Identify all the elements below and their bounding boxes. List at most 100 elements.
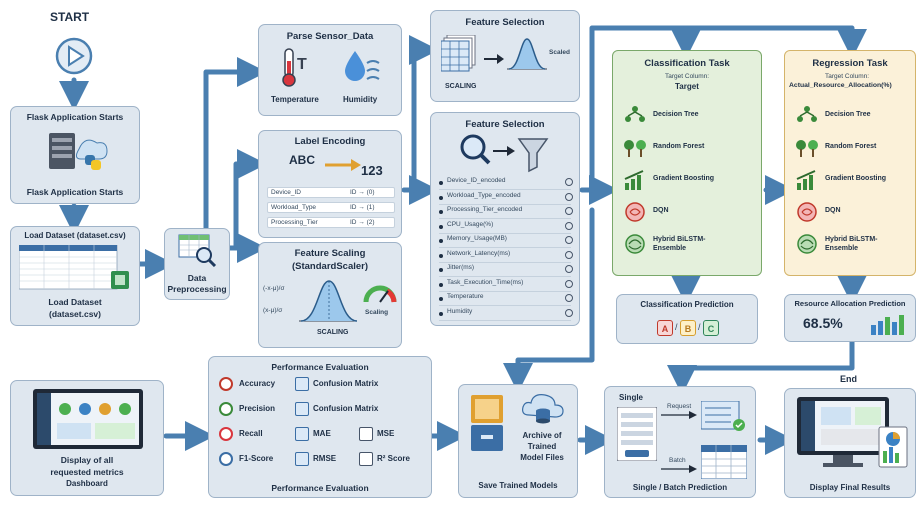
feature-icon — [565, 279, 573, 288]
feature-item: Jitter(ms) — [447, 264, 475, 271]
feature-item: Device_ID_encoded — [447, 177, 506, 184]
class-target-label: Target Column: — [665, 73, 710, 80]
slash-divider: / — [675, 322, 678, 332]
start-label: START — [50, 10, 90, 24]
metric-icon — [219, 427, 233, 441]
metric-icon — [295, 377, 309, 391]
encoding-row-map: ID → (1) — [350, 204, 375, 211]
feature-bullet — [439, 268, 443, 272]
feature-icon — [565, 308, 573, 317]
encoding-row: Workload_Type ID → (1) — [267, 202, 395, 213]
final-results-box: Display Final Results — [784, 388, 916, 498]
metric-icon — [295, 427, 309, 441]
feature-item: Processing_Tier_encoded — [447, 206, 523, 213]
algo-label: Random Forest — [653, 143, 705, 150]
algo-icon — [795, 169, 819, 196]
class-title: Classification Task — [644, 58, 730, 69]
parse-sensor-box: Parse Sensor_Data T Temperature Humidity — [258, 24, 402, 116]
metric-label: MAE — [313, 429, 331, 438]
algo-icon — [623, 169, 647, 196]
single-batch-box: Single Request Batch Single / Batch Pred… — [604, 386, 756, 498]
metric-icon — [219, 402, 233, 416]
feat-sel-top-caption: SCALING — [445, 83, 477, 90]
feature-icon — [565, 221, 573, 230]
algo-label: Random Forest — [825, 143, 877, 150]
single-batch-caption: Single / Batch Prediction — [632, 483, 728, 492]
feature-item: Task_Execution_Time(ms) — [447, 278, 524, 286]
request-label: Request — [667, 403, 692, 410]
save-models-box: Archive of Trained Model Files Save Trai… — [458, 384, 578, 498]
algo-label: Gradient Boosting — [653, 175, 715, 182]
algo-icon — [795, 233, 819, 260]
load-dataset-box: Load Dataset (dataset.csv) Load Dataset … — [10, 226, 140, 326]
feature-bullet — [439, 297, 443, 301]
feature-item: Network_Latency(ms) — [447, 249, 511, 257]
algo-label: DQN — [825, 207, 841, 214]
monitor-results-icon — [797, 397, 908, 468]
arrow-right-icon — [484, 54, 504, 64]
archive-line1: Archive of — [522, 431, 562, 440]
algo-icon — [795, 137, 819, 164]
regr-title: Regression Task — [812, 58, 888, 69]
feature-bullet — [439, 239, 443, 243]
algo-icon — [795, 201, 819, 228]
humidity-icon — [345, 51, 380, 81]
bell-curve-icon — [507, 38, 547, 70]
single-label: Single — [619, 393, 644, 402]
stacked-sheets-icon — [441, 35, 476, 72]
feature-bullet — [439, 224, 443, 229]
metric-label: MSE — [377, 429, 395, 438]
dataset-table-icon — [19, 245, 129, 290]
metric-label: Precision — [239, 404, 276, 413]
magnifier-funnel-icon — [460, 134, 549, 173]
gauge-icon — [363, 285, 397, 303]
feature-divider — [439, 203, 571, 205]
metric-label: R² Score — [377, 454, 410, 463]
scaling-side-label: Scaling — [365, 309, 389, 316]
metric-icon — [219, 377, 233, 391]
class-a-badge: A — [657, 320, 673, 336]
checklist-icon — [701, 401, 745, 431]
scaling-title: Feature Scaling — [294, 248, 366, 259]
algo-icon — [795, 105, 819, 132]
play-icon — [55, 37, 93, 75]
metric-label: RMSE — [313, 454, 337, 463]
arrow-right-icon — [325, 159, 361, 171]
final-caption: Display Final Results — [809, 483, 891, 492]
metric-label: Recall — [239, 429, 263, 438]
algo-label: Gradient Boosting — [825, 175, 887, 182]
magnifier-grid-icon — [178, 234, 217, 267]
feature-bullet — [439, 181, 443, 185]
preprocessing-box: Data Preprocessing — [164, 228, 230, 300]
feature-icon — [565, 207, 573, 215]
end-label: End — [840, 374, 857, 384]
abc-label: ABC — [289, 153, 315, 167]
feature-bullet — [439, 311, 443, 316]
preprocess-line2: Preprocessing — [167, 284, 227, 294]
load-title: Load Dataset (dataset.csv) — [24, 231, 126, 240]
feature-item: Humidity — [447, 307, 473, 315]
scaled-label: Scaled — [549, 49, 570, 56]
class-target: Target — [675, 82, 699, 91]
feat-sel-top-title: Feature Selection — [465, 17, 545, 28]
bar-chart-icon — [871, 315, 904, 335]
feature-bullet — [439, 210, 443, 214]
metric-icon — [295, 452, 309, 466]
algo-icon — [623, 233, 647, 260]
arrow-right-icon — [661, 411, 697, 473]
scaling-formula-2: (x-μ)/σ — [263, 307, 283, 314]
server-python-icon — [49, 133, 108, 170]
feature-icon — [565, 236, 573, 244]
feature-divider — [439, 276, 571, 277]
feature-bullet — [439, 282, 443, 287]
feature-icon — [565, 192, 573, 201]
class-c-badge: C — [703, 320, 719, 336]
preprocess-line1: Data — [187, 273, 207, 283]
feature-divider — [439, 305, 571, 306]
num-label: 123 — [361, 163, 383, 178]
metric-label: Confusion Matrix — [313, 379, 379, 388]
metric-icon — [219, 452, 233, 466]
scaling-subtitle: (StandardScaler) — [291, 261, 369, 272]
cloud-database-icon — [522, 394, 564, 424]
